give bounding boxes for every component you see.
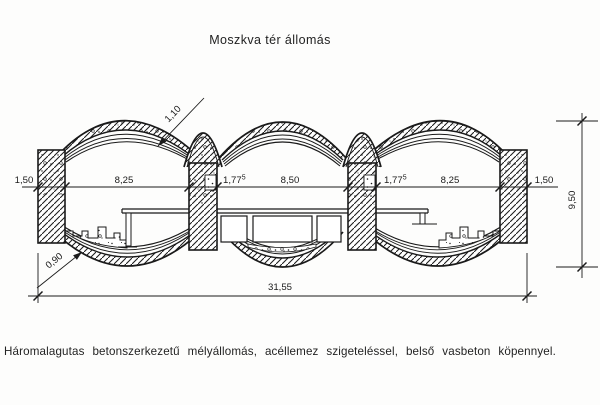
pillar-caps [183,132,382,168]
main-horizontal-dimension [22,181,558,193]
dim-wall-left: 1,50 [15,175,34,186]
ballast-mound-right [438,226,502,249]
dim-span-left: 8,25 [115,175,134,186]
outer-walls [37,149,528,244]
dimension-labels: 1,50 8,25 1,775 8,50 1,775 8,25 1,50 31,… [15,104,578,293]
dim-span-right: 8,25 [441,175,460,186]
platform-slab-left [118,208,218,248]
dimension-ticks [32,181,533,193]
height-dimension [556,113,598,278]
platform-slab-center [210,208,350,214]
top-arch-rings [59,119,506,167]
track-boxes-center [220,215,342,243]
dim-span-center: 8,50 [281,175,300,186]
bottom-dimension [28,253,537,303]
dim-arch-thickness: 1,10 [163,104,184,125]
platform-and-trackbed-details [64,208,502,253]
dim-wall-right: 1,50 [535,175,554,186]
dim-pillar-right: 1,775 [384,175,407,187]
ballast-mound-left [64,226,128,249]
dim-total-width: 31,55 [268,282,292,293]
arrowhead-invert-thickness [73,252,82,260]
thickness-leaders [36,97,205,289]
drawing-caption: Háromalagutas betonszerkezetű mélyállomá… [4,345,556,358]
intermediate-pillars [188,162,377,251]
pillar-duct-boxes [204,174,376,191]
ballast-strip-center [247,243,317,253]
arrowhead-arch-thickness [158,137,167,146]
platform-slab-right [374,208,437,225]
dim-pillar-left: 1,775 [223,175,246,187]
dim-total-height: 9,50 [567,191,578,210]
drawing-title: Moszkva tér állomás [209,33,331,47]
